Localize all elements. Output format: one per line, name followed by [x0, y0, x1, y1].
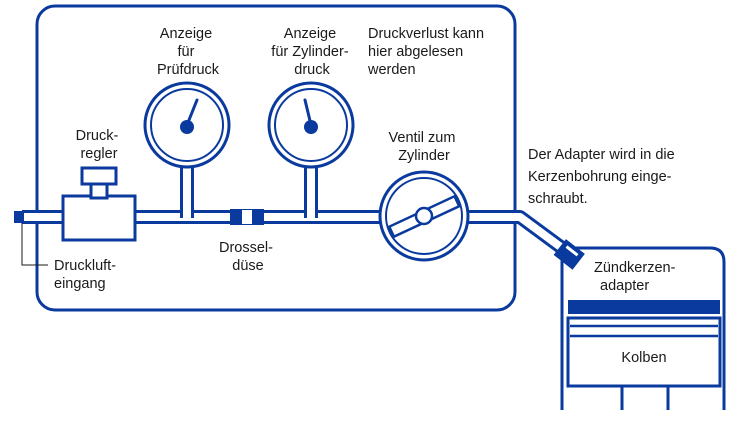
throttle-label-line: düse	[232, 258, 263, 274]
gauge1-stem-inner	[183, 168, 191, 220]
gauge2-stem-inner	[307, 168, 315, 220]
gauge1-label-line: Anzeige	[160, 26, 212, 42]
spark-adapter-label-line: adapter	[600, 278, 649, 294]
cylinder-pressure-gauge	[267, 81, 355, 169]
spark-adapter-label-line: Zündkerzen-	[594, 260, 676, 276]
regulator-label: Druck- regler	[76, 128, 123, 162]
valve-label-line: Zylinder	[398, 148, 450, 164]
piston-label: Kolben	[621, 350, 666, 366]
gauge1-label-line: für	[178, 44, 195, 60]
gauge2-label: Anzeige für Zylinder- druck	[271, 26, 352, 78]
inlet-label-line: eingang	[54, 276, 106, 292]
cylinder-valve	[378, 170, 470, 262]
inlet-label: Druckluft- eingang	[54, 258, 120, 292]
test-pressure-gauge	[143, 81, 231, 169]
valve-label: Ventil zum Zylinder	[389, 130, 460, 164]
regulator-knob	[80, 166, 118, 186]
pressure-loss-label: Druckverlust kann hier abgelesen werden	[367, 26, 488, 78]
adapter-note: Der Adapter wird in die Kerzenbohrung ei…	[528, 147, 679, 207]
adapter-note-line: Kerzenbohrung einge-	[528, 169, 672, 185]
spark-plug-adapter	[553, 239, 585, 270]
pressure-loss-label-line: hier abgelesen	[368, 44, 463, 60]
cylinder-head-bar	[568, 300, 720, 314]
inlet-label-line: Druckluft-	[54, 258, 116, 274]
pressure-loss-label-line: Druckverlust kann	[368, 26, 484, 42]
regulator-label-line: regler	[80, 146, 117, 162]
gauge1-label: Anzeige für Prüfdruck	[157, 26, 220, 78]
valve-label-line: Ventil zum	[389, 130, 456, 146]
spark-adapter-label: Zündkerzen- adapter	[594, 260, 679, 294]
inlet-leader	[21, 223, 48, 266]
inlet-plug	[14, 211, 24, 223]
gauge1-label-line: Prüfdruck	[157, 62, 220, 78]
pressure-loss-label-line: werden	[367, 62, 416, 78]
gauge2-label-line: für Zylinder-	[271, 44, 349, 60]
gauge2-label-line: Anzeige	[284, 26, 336, 42]
regulator-label-line: Druck-	[76, 128, 119, 144]
adapter-note-line: Der Adapter wird in die	[528, 147, 675, 163]
throttle-nozzle-slot	[242, 210, 252, 224]
gauge2-label-line: druck	[294, 62, 330, 78]
throttle-label-line: Drossel-	[219, 240, 273, 256]
piston-body	[566, 316, 722, 388]
adapter-note-line: schraubt.	[528, 191, 588, 207]
regulator-body	[61, 194, 137, 242]
throttle-label: Drossel- düse	[219, 240, 277, 274]
